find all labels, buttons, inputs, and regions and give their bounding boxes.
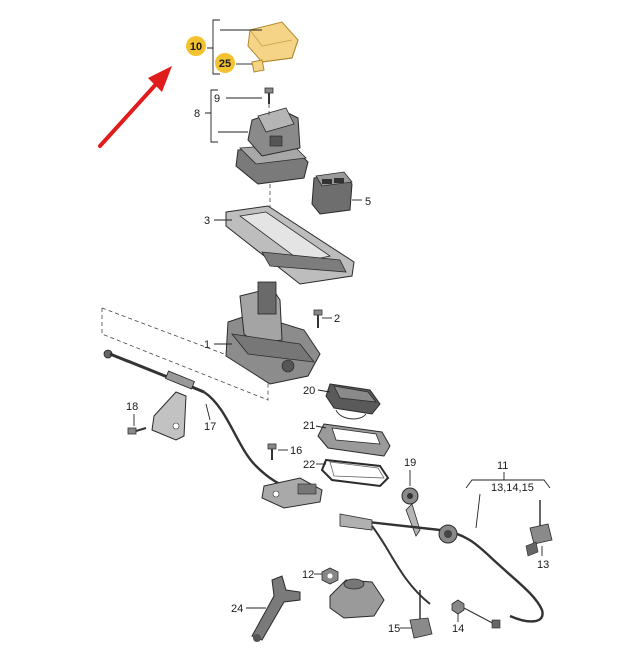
svg-text:10: 10 xyxy=(190,41,202,53)
bracket-11 xyxy=(465,479,551,489)
label-21: 21 xyxy=(303,420,315,432)
label-12: 12 xyxy=(302,569,314,581)
part-13-cable-clip[interactable] xyxy=(525,500,553,557)
part-18-bracket[interactable] xyxy=(151,391,187,441)
label-14: 14 xyxy=(452,623,464,635)
cable-bracket-center[interactable] xyxy=(261,477,323,509)
label-17: 17 xyxy=(204,421,216,433)
part-21-frame[interactable] xyxy=(317,423,391,457)
label-16: 16 xyxy=(290,445,302,457)
part-20-insert[interactable] xyxy=(325,383,381,420)
label-8: 8 xyxy=(194,108,200,120)
red-pointer-arrow xyxy=(98,66,172,148)
part-12-nut[interactable] xyxy=(321,567,339,585)
part-9-screw[interactable] xyxy=(264,87,274,104)
part-16-screw[interactable] xyxy=(267,443,277,460)
bracket-8 xyxy=(205,89,218,143)
label-11: 11 xyxy=(497,460,508,472)
part-8-selector-lever[interactable] xyxy=(235,107,309,185)
label-1: 1 xyxy=(204,339,210,351)
label-11-sub: 13,14,15 xyxy=(491,482,534,494)
label-3: 3 xyxy=(204,215,210,227)
leader-21 xyxy=(315,425,327,429)
part-17-shift-cable[interactable] xyxy=(103,349,297,492)
part-24-lever-arm[interactable] xyxy=(251,575,301,642)
leader-20 xyxy=(317,389,331,393)
svg-text:25: 25 xyxy=(219,58,231,70)
badge-10[interactable]: 10 xyxy=(186,36,206,56)
leader-11-down xyxy=(475,493,481,529)
label-19: 19 xyxy=(404,457,416,469)
part-5-switch[interactable] xyxy=(311,171,353,215)
part-3-trim-panel[interactable] xyxy=(225,205,355,285)
label-5: 5 xyxy=(365,196,371,208)
label-20: 20 xyxy=(303,385,315,397)
part-25-clip[interactable] xyxy=(251,59,265,73)
label-15: 15 xyxy=(388,623,400,635)
label-2: 2 xyxy=(334,313,340,325)
part-10-knob-cover[interactable] xyxy=(247,21,299,63)
label-18: 18 xyxy=(126,401,138,413)
part-22-gasket[interactable] xyxy=(320,458,390,488)
label-22: 22 xyxy=(303,459,315,471)
gearbox-lever-housing[interactable] xyxy=(329,578,385,619)
assembly-outline xyxy=(101,307,269,401)
part-2-bolt[interactable] xyxy=(313,309,323,328)
leader-17 xyxy=(205,403,211,421)
part-1-shift-mechanism[interactable] xyxy=(225,281,321,385)
label-24: 24 xyxy=(231,603,243,615)
badge-25[interactable]: 25 xyxy=(215,53,235,73)
part-18-bolt[interactable] xyxy=(127,427,147,435)
label-9: 9 xyxy=(214,93,220,105)
label-13: 13 xyxy=(537,559,549,571)
bracket-10 xyxy=(207,19,220,75)
part-15-bracket[interactable] xyxy=(409,590,433,639)
part-11-selector-cable[interactable] xyxy=(339,513,544,623)
part-14-nut[interactable] xyxy=(451,599,501,629)
part-19-lever[interactable] xyxy=(401,487,421,537)
